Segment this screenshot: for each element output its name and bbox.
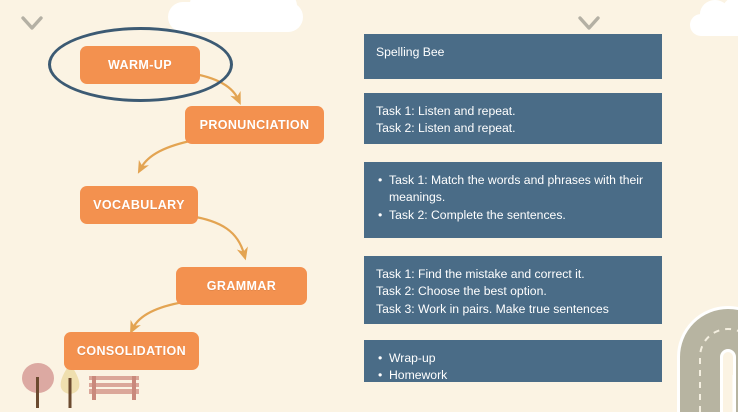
connector-grammar-to-consolidation <box>130 300 185 334</box>
content-line: Task 1: Find the mistake and correct it. <box>376 267 585 281</box>
tree-round-pink <box>22 363 54 408</box>
tree-triangle-cream <box>56 362 84 408</box>
cloud-top-right <box>690 0 738 36</box>
content-line: Task 1: Listen and repeat. <box>376 104 516 118</box>
content-bullet-list: Task 1: Match the words and phrases with… <box>376 172 650 224</box>
content-line: Task 2: Choose the best option. <box>376 284 547 299</box>
chevron-down-icon-left[interactable] <box>17 8 47 38</box>
lesson-content-panel: Spelling Bee Task 1: Listen and repeat. … <box>364 0 664 412</box>
flow-node-grammar[interactable]: GRAMMAR <box>176 267 307 305</box>
content-box-warm-up[interactable]: Spelling Bee <box>364 34 662 79</box>
content-box-consolidation[interactable]: Wrap-up Homework <box>364 340 662 385</box>
lesson-flowchart: WARM-UP PRONUNCIATION VOCABULARY GRAMMAR… <box>48 27 324 370</box>
flow-node-consolidation[interactable]: CONSOLIDATION <box>64 332 199 370</box>
content-bullet-item: Wrap-up <box>378 350 650 368</box>
content-box-vocabulary[interactable]: Task 1: Match the words and phrases with… <box>364 162 662 238</box>
flow-node-warm-up[interactable]: WARM-UP <box>80 46 200 84</box>
warm-up-highlight-ellipse <box>48 27 233 102</box>
content-box-pronunciation[interactable]: Task 1: Listen and repeat. Task 2: Liste… <box>364 93 662 144</box>
cloud-top-center <box>168 0 303 32</box>
content-bullet-list: Wrap-up Homework <box>376 350 650 385</box>
connector-pronunciation-to-vocabulary <box>137 138 196 174</box>
content-line: Task 2: Listen and repeat. <box>376 121 516 136</box>
park-bench <box>89 376 139 402</box>
flow-node-pronunciation[interactable]: PRONUNCIATION <box>185 106 324 144</box>
content-line: Spelling Bee <box>376 45 445 59</box>
content-bullet-item: Task 2: Complete the sentences. <box>378 207 650 225</box>
content-bullet-item: Task 1: Match the words and phrases with… <box>378 172 650 207</box>
content-line: Task 3: Work in pairs. Make true sentenc… <box>376 301 609 316</box>
connector-vocabulary-to-grammar <box>189 214 248 261</box>
chevron-down-icon-right[interactable] <box>574 8 604 38</box>
flow-node-vocabulary[interactable]: VOCABULARY <box>80 186 198 224</box>
content-bullet-item: Homework <box>378 367 650 385</box>
content-box-grammar[interactable]: Task 1: Find the mistake and correct it.… <box>364 256 662 324</box>
curved-road <box>628 297 738 412</box>
